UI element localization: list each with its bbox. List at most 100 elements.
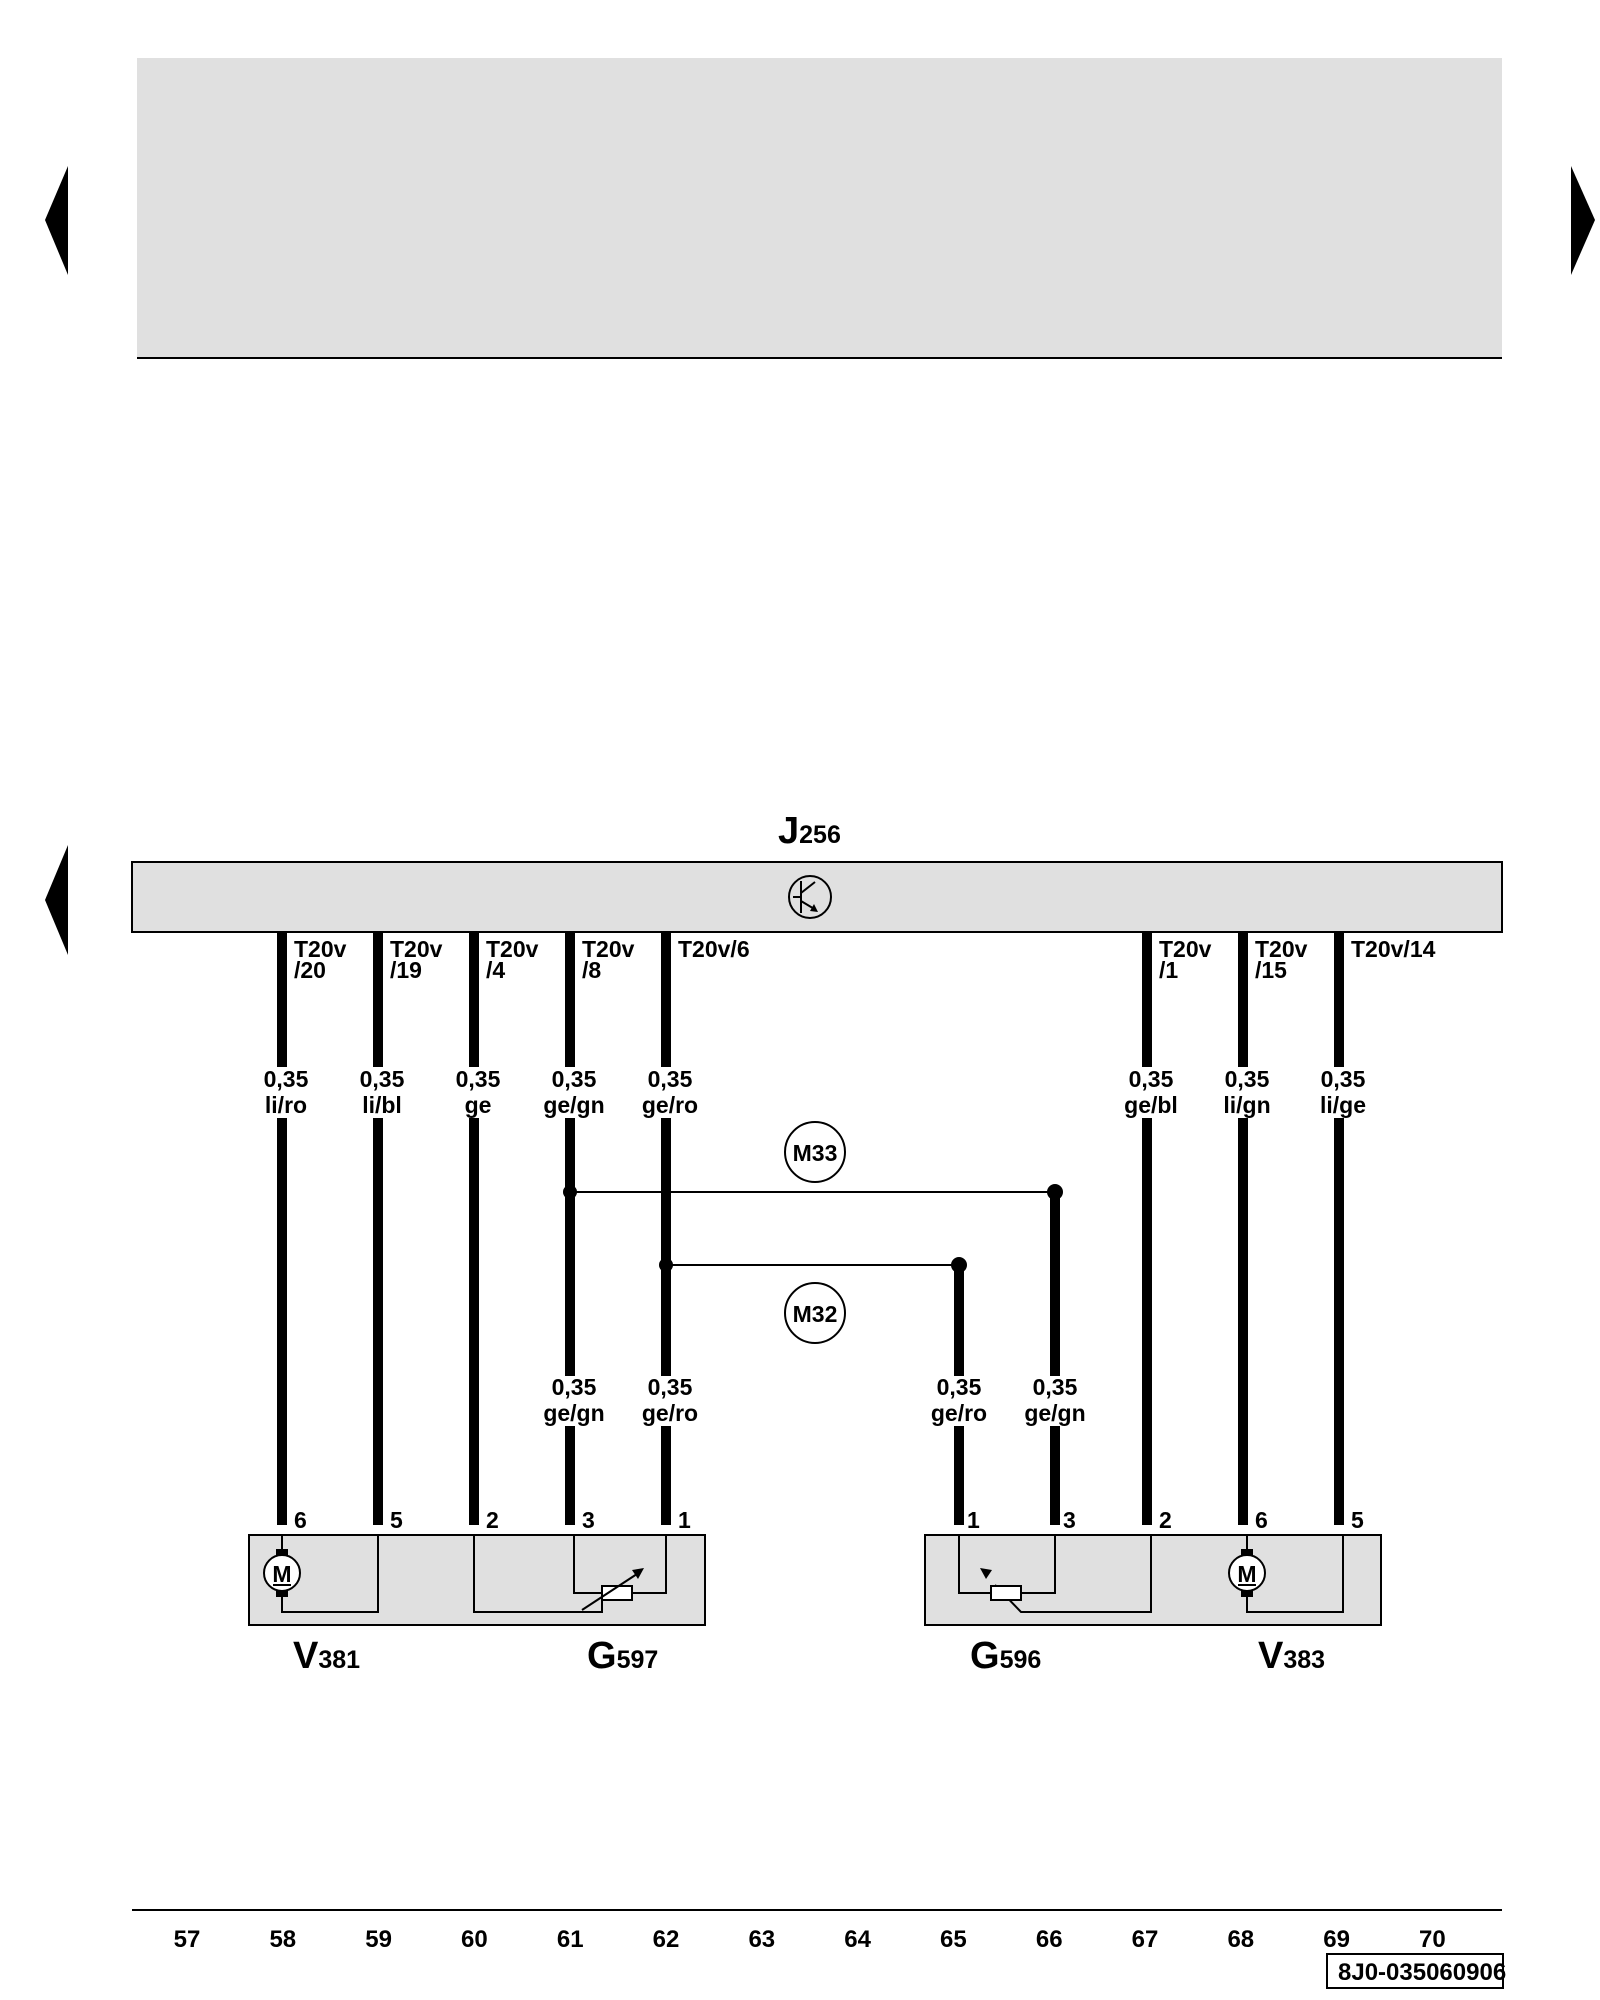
wire-color: li/ro (265, 1092, 307, 1118)
connector-pin-icon (373, 1516, 383, 1525)
wire-color: ge/bl (1124, 1092, 1178, 1118)
pin-label: /8 (582, 957, 601, 983)
wire-color: ge (465, 1092, 492, 1118)
pin-label: T20v (390, 936, 443, 962)
connector-pin-icon (1334, 1516, 1344, 1525)
pin-number: 1 (967, 1507, 980, 1533)
connector-pin-icon (469, 1516, 479, 1525)
connector-pin-icon (661, 937, 671, 946)
control-unit-box (131, 861, 1503, 933)
wire-color: li/bl (362, 1092, 402, 1118)
pin-number: 5 (1351, 1507, 1364, 1533)
pin-label: T20v (1255, 936, 1308, 962)
pin-number: 3 (582, 1507, 595, 1533)
wire-color: ge/gn (543, 1400, 604, 1426)
ruler-number: 69 (1323, 1926, 1350, 1953)
ruler-number: 64 (844, 1926, 871, 1953)
pin-number: 6 (1255, 1507, 1268, 1533)
pin-label: /20 (294, 957, 326, 983)
wire-size: 0,35 (1033, 1374, 1078, 1400)
splice-dot (951, 1257, 967, 1273)
connector-pin-icon (469, 937, 479, 946)
pin-label: /15 (1255, 957, 1287, 983)
pin-label: T20v/6 (678, 936, 750, 962)
connector-pin-icon (277, 937, 287, 946)
connector-pin-icon (954, 1516, 964, 1525)
pin-label: /19 (390, 957, 422, 983)
doc-number: 8J0-035060906 (1338, 1959, 1506, 1986)
connector-pin-icon (277, 1516, 287, 1525)
pin-number: 1 (678, 1507, 691, 1533)
splice-m32: M32 (784, 1282, 846, 1344)
ruler-number: 70 (1419, 1926, 1446, 1953)
wire-size: 0,35 (264, 1066, 309, 1092)
splice-dot (1047, 1184, 1063, 1200)
component-label-v381: V381 (293, 1635, 360, 1677)
connector-pin-icon (661, 1516, 671, 1525)
wire-size: 0,35 (648, 1066, 693, 1092)
ruler-number: 63 (748, 1926, 775, 1953)
wire-color: ge/ro (931, 1400, 987, 1426)
connector-pin-icon (1142, 937, 1152, 946)
electronic-control-unit-icon (788, 875, 832, 919)
pin-label: T20v (582, 936, 635, 962)
splice-m33: M33 (784, 1121, 846, 1183)
pin-label: /4 (486, 957, 505, 983)
connector-pin-icon (1334, 937, 1344, 946)
pin-number: 6 (294, 1507, 307, 1533)
next-page-arrow-icon[interactable]: ▶ (1571, 166, 1595, 275)
component-block-right (924, 1534, 1382, 1626)
ruler-number: 68 (1227, 1926, 1254, 1953)
header-area (137, 58, 1502, 358)
wire-labels-bottom: 0,35 ge/gn 0,35 ge/ro 0,35 ge/ro 0,35 ge… (543, 1374, 1085, 1426)
doc-number-box (1326, 1953, 1504, 1989)
potentiometer-icon (980, 1568, 1022, 1601)
splice-dot (659, 1258, 673, 1272)
pin-label: T20v/14 (1351, 936, 1436, 962)
wire-size: 0,35 (1321, 1066, 1366, 1092)
pin-number: 3 (1063, 1507, 1076, 1533)
ruler-number: 62 (653, 1926, 680, 1953)
motor-icon: M (1228, 1549, 1266, 1597)
connector-pin-icon (1050, 1516, 1060, 1525)
ruler-number: 58 (269, 1926, 296, 1953)
component-block-left (248, 1534, 706, 1626)
pin-number: 5 (390, 1507, 403, 1533)
pin-number: 2 (486, 1507, 499, 1533)
ruler-number: 65 (940, 1926, 967, 1953)
pin-label: /1 (1159, 957, 1178, 983)
connector-pin-icon (565, 1516, 575, 1525)
potentiometer-icon (581, 1568, 644, 1611)
component-label-v383: V383 (1258, 1635, 1325, 1677)
ruler-number: 67 (1132, 1926, 1159, 1953)
wire-color: ge/gn (1024, 1400, 1085, 1426)
connector-pin-icon (1238, 937, 1248, 946)
wire-color: li/gn (1223, 1092, 1270, 1118)
motor-icon: M (263, 1549, 301, 1597)
prev-page-arrow-icon[interactable]: ◀ (45, 166, 68, 275)
splice-dot (563, 1185, 577, 1199)
svg-text:M: M (272, 1561, 291, 1587)
wire-color: ge/ro (642, 1400, 698, 1426)
pin-label: T20v (1159, 936, 1212, 962)
pin-labels-top: T20v /20 T20v /19 T20v /4 T20v /8 T20v/6… (294, 936, 1436, 983)
component-label-g596: G596 (970, 1635, 1041, 1677)
wire-color: ge/ro (642, 1092, 698, 1118)
svg-text:M33: M33 (793, 1140, 838, 1166)
wire-size: 0,35 (937, 1374, 982, 1400)
prev-section-arrow-icon[interactable]: ◀ (45, 845, 68, 955)
ruler-number: 57 (174, 1926, 201, 1953)
pin-labels-bottom: 6 5 2 3 1 1 3 2 6 5 (294, 1507, 1364, 1533)
connector-pin-icon (565, 937, 575, 946)
ruler-number: 66 (1036, 1926, 1063, 1953)
svg-text:M: M (1237, 1561, 1256, 1587)
wire-color: ge/gn (543, 1092, 604, 1118)
wire-labels-top: 0,35 li/ro 0,35 li/bl 0,35 ge 0,35 ge/gn… (264, 1066, 1366, 1118)
svg-text:M32: M32 (793, 1301, 838, 1327)
component-label-g597: G597 (587, 1635, 658, 1677)
wire-size: 0,35 (552, 1066, 597, 1092)
wire-size: 0,35 (648, 1374, 693, 1400)
connector-pin-icon (1142, 1516, 1152, 1525)
